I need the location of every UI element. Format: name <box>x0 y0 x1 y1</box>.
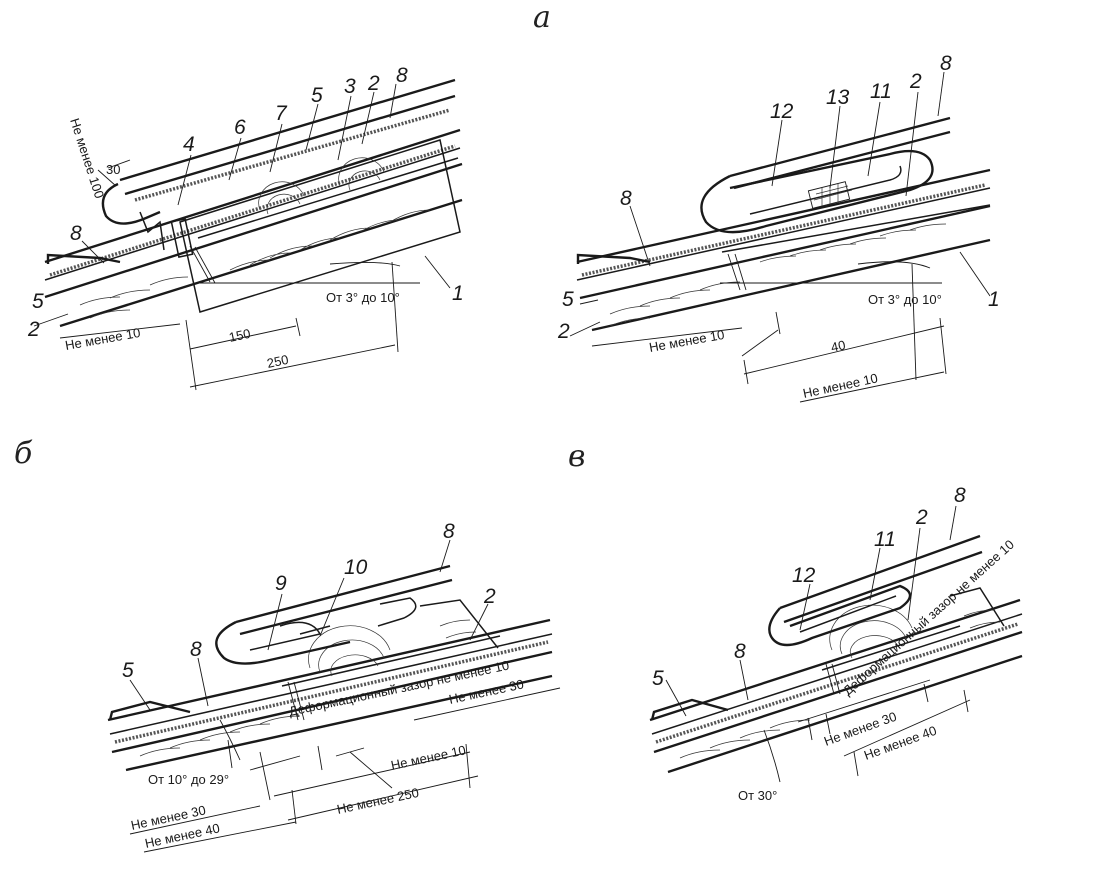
callout-v-8-mid: 8 <box>734 640 746 663</box>
dim-a-left-min10: Не менее 10 <box>64 325 142 353</box>
callout-a-right-11: 11 <box>870 80 892 103</box>
dim-a-left-250: 250 <box>266 352 290 371</box>
callout-a-left-6: 6 <box>234 116 246 139</box>
dim-a-right-slope: От 3° до 10° <box>868 292 942 307</box>
callout-a-right-12: 12 <box>770 100 794 123</box>
callout-v-8-top: 8 <box>954 484 966 507</box>
callout-v-2: 2 <box>915 506 928 529</box>
dim-a-left-overlap: 30 <box>106 162 120 177</box>
callout-a-left-8-top: 8 <box>396 64 408 87</box>
dim-a-left-vertical: Не менее 100 <box>67 116 107 200</box>
dim-a-left-150: 150 <box>228 326 252 345</box>
dim-a-right-40: 40 <box>830 337 847 355</box>
callout-a-right-8-top: 8 <box>940 52 952 75</box>
callout-a-left-4: 4 <box>183 133 195 156</box>
callout-b-9: 9 <box>275 572 287 595</box>
callout-a-left-3: 3 <box>344 75 356 98</box>
dim-a-right-min10-a: Не менее 10 <box>648 327 726 355</box>
callout-a-left-1: 1 <box>452 282 464 305</box>
callout-b-10: 10 <box>344 556 368 579</box>
panel-a-right-drawing <box>569 71 991 403</box>
callout-b-8-top: 8 <box>443 520 455 543</box>
callout-a-right-5: 5 <box>562 288 574 311</box>
callout-a-right-2: 2 <box>909 70 922 93</box>
callout-a-left-8-bottom: 8 <box>70 222 82 245</box>
callout-a-left-5-bottom: 5 <box>32 290 44 313</box>
dim-a-left-slope: От 3° до 10° <box>326 290 400 305</box>
panel-b-drawing <box>107 539 561 853</box>
dim-b-min10: Не менее 10 <box>390 742 468 772</box>
dim-v-slope: От 30° <box>738 788 777 803</box>
panel-letter-v: в <box>568 439 585 474</box>
callout-a-left-5-top: 5 <box>311 84 323 107</box>
callout-a-right-1: 1 <box>988 288 1000 311</box>
callout-b-2: 2 <box>483 585 496 608</box>
callout-a-right-13: 13 <box>826 86 850 109</box>
callout-v-11: 11 <box>874 528 896 551</box>
callout-a-left-2-top: 2 <box>367 72 380 95</box>
panel-v-drawing <box>649 505 1023 783</box>
dim-b-slope: От 10° до 29° <box>148 772 229 787</box>
dim-b-min250: Не менее 250 <box>336 785 421 817</box>
callout-a-left-7: 7 <box>275 102 288 125</box>
dim-v-gap: Деформационный зазор не менее 10 <box>840 537 1017 699</box>
panel-a-left-drawing <box>33 78 463 391</box>
callout-a-right-8-bottom: 8 <box>620 187 632 210</box>
callout-v-5: 5 <box>652 667 664 690</box>
panel-letter-b: б <box>14 436 33 471</box>
callout-b-5: 5 <box>122 659 134 682</box>
callout-v-12: 12 <box>792 564 816 587</box>
dim-a-right-min10-b: Не менее 10 <box>802 370 880 400</box>
callout-a-left-2-bottom: 2 <box>27 318 40 341</box>
callout-b-8-mid: 8 <box>190 638 202 661</box>
panel-letter-a: а <box>533 0 551 35</box>
callout-a-right-2-bottom: 2 <box>557 320 570 343</box>
